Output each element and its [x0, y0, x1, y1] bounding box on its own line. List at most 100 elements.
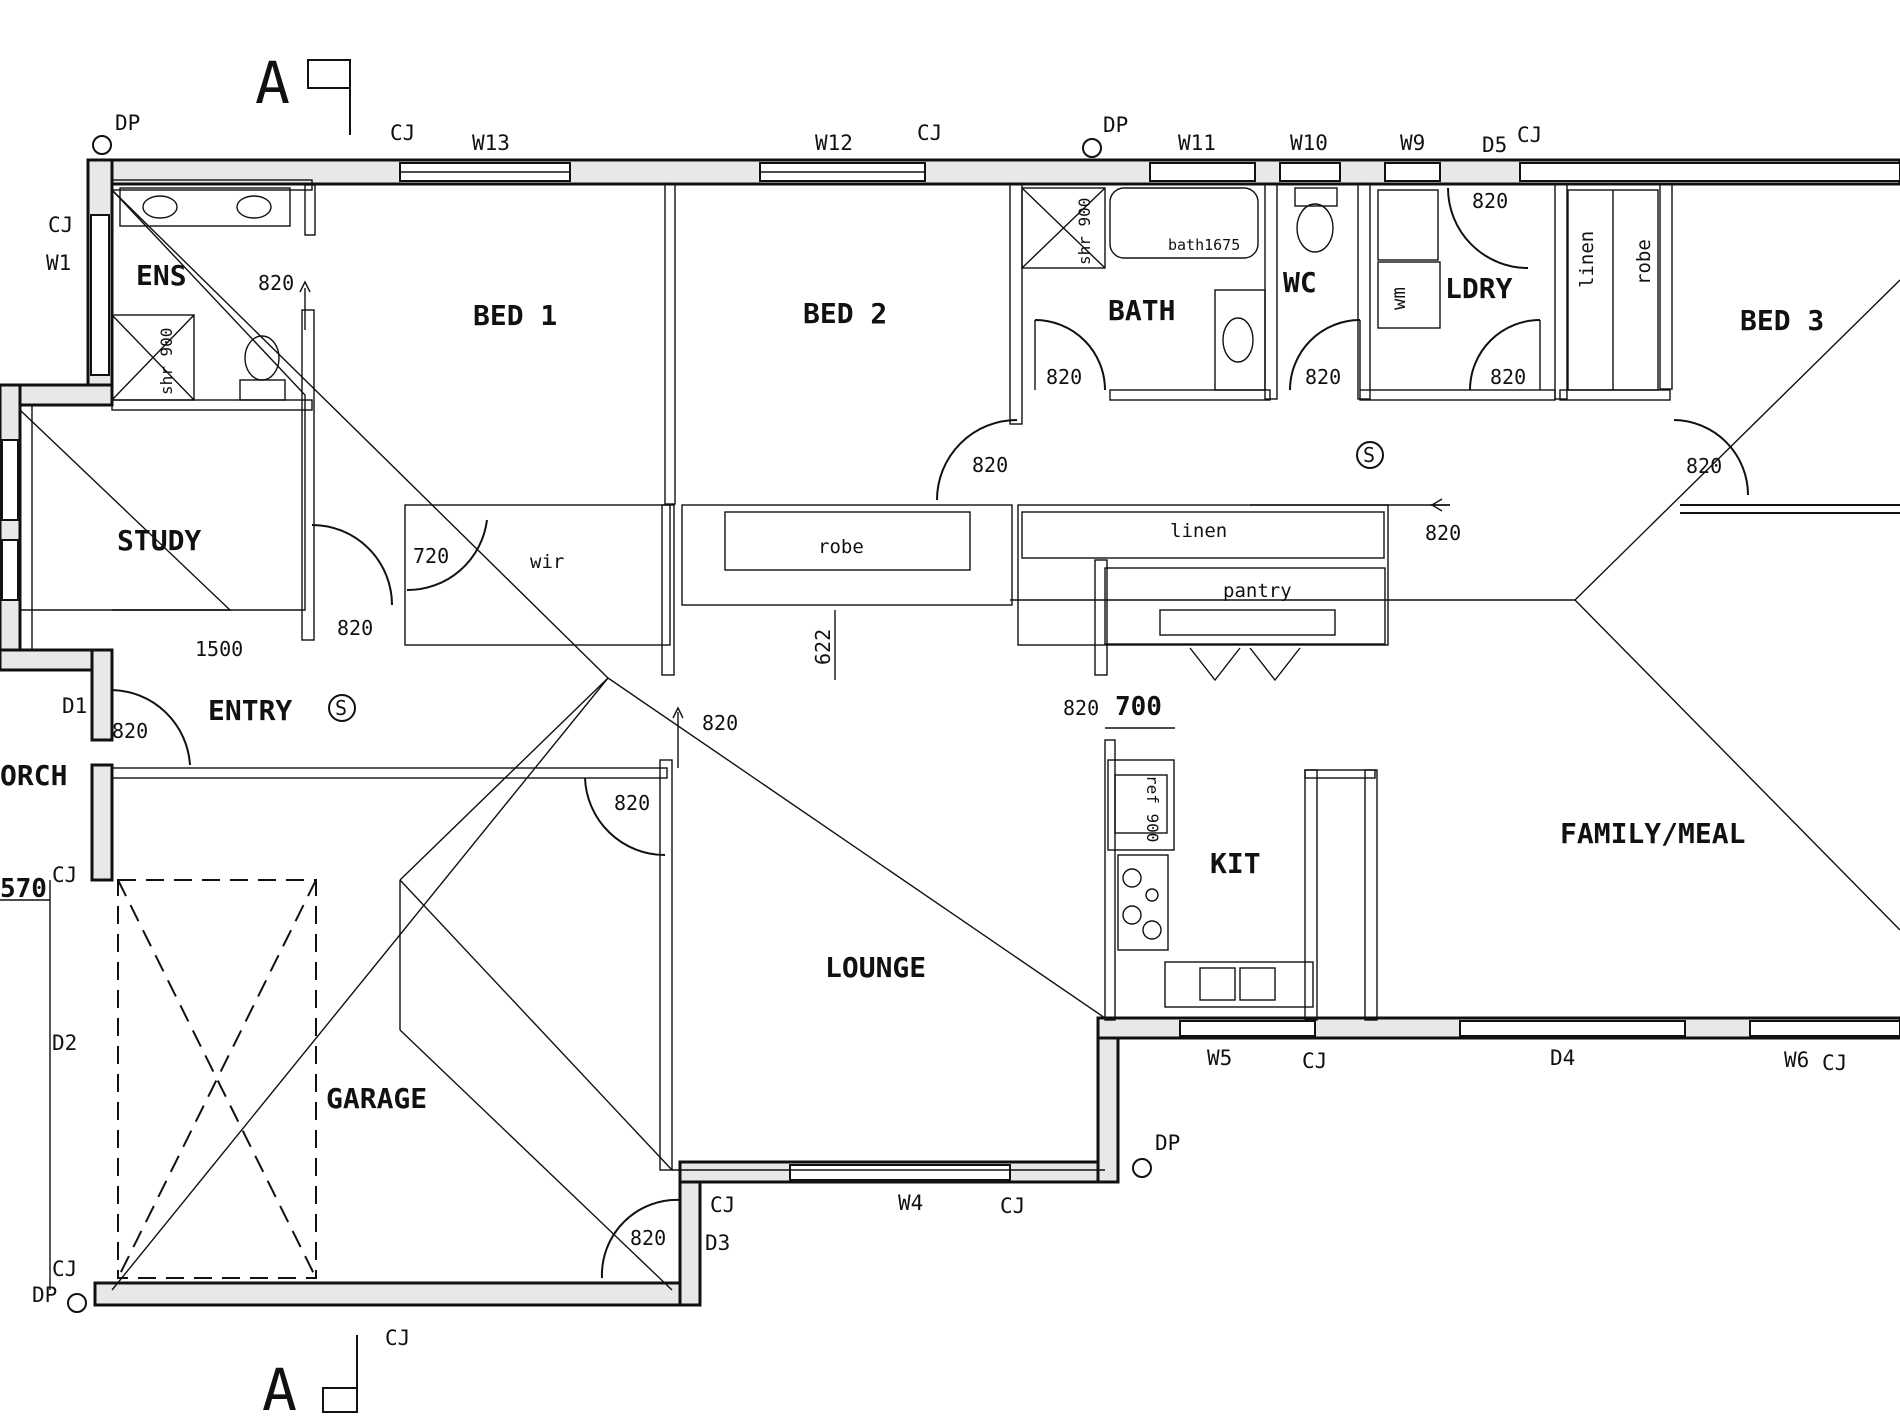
label-dp: DP [115, 111, 140, 135]
dim-570: 570 [0, 874, 47, 904]
fixture-label-shower: shr 900 [157, 328, 176, 395]
toilet-icon [1296, 203, 1334, 253]
dim-820: 820 [1046, 365, 1082, 389]
label-dp: DP [1103, 113, 1128, 137]
vanity-icon [1214, 289, 1266, 391]
section-marker-top: A [255, 49, 351, 135]
label-d3: D3 [705, 1231, 730, 1255]
label-cj: CJ [1517, 123, 1542, 147]
dimension-lines [0, 280, 1450, 901]
dim-1500: 1500 [195, 637, 243, 661]
label-d1: D1 [62, 694, 87, 718]
label-cj: CJ [1000, 1194, 1025, 1218]
section-flag [307, 59, 351, 89]
bath-icon [1109, 187, 1259, 259]
label-w4: W4 [898, 1191, 923, 1215]
label-cj: CJ [1822, 1051, 1847, 1075]
garage-car-space [49, 879, 317, 1290]
room-label-garage: GARAGE [326, 1082, 427, 1115]
basin-icon [142, 195, 178, 219]
dim-820: 820 [258, 271, 294, 295]
section-flag [322, 1387, 358, 1413]
label-d5: D5 [1482, 133, 1507, 157]
dim-820: 820 [1686, 454, 1722, 478]
section-label-top: A [255, 49, 290, 117]
room-label-study: STUDY [117, 524, 201, 557]
robe-cupboard [724, 511, 971, 571]
fixture-label-linen: linen [1170, 520, 1227, 542]
laundry-tub-icon [1377, 189, 1439, 261]
room-labels: ENS BED 1 BED 2 BATH WC LDRY BED 3 STUDY… [0, 259, 1824, 1115]
label-w6: W6 [1784, 1048, 1809, 1072]
downpipes [67, 135, 1152, 1313]
dimension-labels: 820 820 820 820 820 820 820 820 820 820 … [0, 189, 1722, 1250]
label-cj: CJ [1302, 1049, 1327, 1073]
fixture-label-bath-size: bath1675 [1168, 236, 1240, 254]
label-w9: W9 [1400, 131, 1425, 155]
basin-icon [236, 195, 272, 219]
dim-820: 820 [337, 616, 373, 640]
fixture-label-fridge: ref 900 [1143, 775, 1162, 842]
linen-shelf [1021, 511, 1385, 559]
roof-hip-lines [19, 189, 1900, 1291]
label-dp: DP [1155, 1131, 1180, 1155]
dim-820: 820 [1305, 365, 1341, 389]
label-w13: W13 [472, 131, 510, 155]
fixture-labels: wir robe linen pantry bath1675 linen rob… [157, 198, 1655, 843]
room-label-bath: BATH [1108, 294, 1175, 327]
dim-820: 820 [630, 1226, 666, 1250]
dim-820: 820 [112, 719, 148, 743]
room-label-bed3: BED 3 [1740, 304, 1824, 337]
dim-720: 720 [413, 544, 449, 568]
fixture-label-wir: wir [530, 551, 564, 573]
dim-820: 820 [1472, 189, 1508, 213]
dim-700: 700 [1115, 692, 1162, 722]
room-label-kit: KIT [1210, 847, 1261, 880]
label-d4: D4 [1550, 1046, 1575, 1070]
shower-icon [1021, 187, 1106, 269]
external-walls [0, 158, 1900, 1307]
fixture-label-robe-bed3: robe [1633, 239, 1655, 285]
smoke-detector-icon: S [335, 696, 347, 720]
fixture-label-robe: robe [818, 536, 864, 558]
fridge-space [1107, 759, 1175, 851]
fixture-label-linen-cupboard: linen [1576, 231, 1598, 288]
label-w1: W1 [46, 251, 71, 275]
smoke-detector-icon: S [1363, 443, 1375, 467]
fixture-label-pantry: pantry [1223, 580, 1292, 602]
dim-820: 820 [972, 453, 1008, 477]
dim-820: 820 [1490, 365, 1526, 389]
label-cj: CJ [48, 213, 73, 237]
label-cj: CJ [390, 121, 415, 145]
section-label-bottom: A [262, 1356, 297, 1424]
fixture-label-wm: wm [1388, 287, 1410, 310]
door-swings [111, 187, 1749, 1279]
wet-area-fixtures [724, 187, 1659, 682]
label-w11: W11 [1178, 131, 1216, 155]
toilet-icon [244, 335, 280, 381]
room-label-bed2: BED 2 [803, 297, 887, 330]
dim-820: 820 [702, 711, 738, 735]
dim-622: 622 [811, 629, 835, 665]
sink-icon [1164, 961, 1314, 1008]
label-cj: CJ [710, 1193, 735, 1217]
label-dp: DP [32, 1283, 57, 1307]
cooktop-icon [1117, 854, 1169, 951]
vanity [119, 187, 291, 227]
fixture-label-shower: shr 900 [1075, 198, 1094, 265]
room-label-family-meal: FAMILY/MEAL [1560, 817, 1745, 850]
smoke-detectors: S S [328, 441, 1384, 722]
room-label-ens: ENS [136, 259, 187, 292]
room-label-wc: WC [1283, 266, 1317, 299]
opening-labels: W13 W12 W11 W10 W9 D5 W1 D1 D2 D3 W4 W5 … [46, 131, 1809, 1255]
marker-labels: CJ CJ CJ CJ CJ CJ CJ CJ CJ CJ CJ DP DP D… [32, 111, 1847, 1350]
section-marker-bottom: A [262, 1335, 358, 1424]
label-w12: W12 [815, 131, 853, 155]
room-label-entry: ENTRY [208, 694, 292, 727]
dim-820: 820 [1063, 696, 1099, 720]
kitchen-fixtures [1107, 759, 1314, 1008]
shower-icon [111, 314, 195, 401]
washing-machine-icon [1377, 261, 1441, 329]
dim-820: 820 [1425, 521, 1461, 545]
